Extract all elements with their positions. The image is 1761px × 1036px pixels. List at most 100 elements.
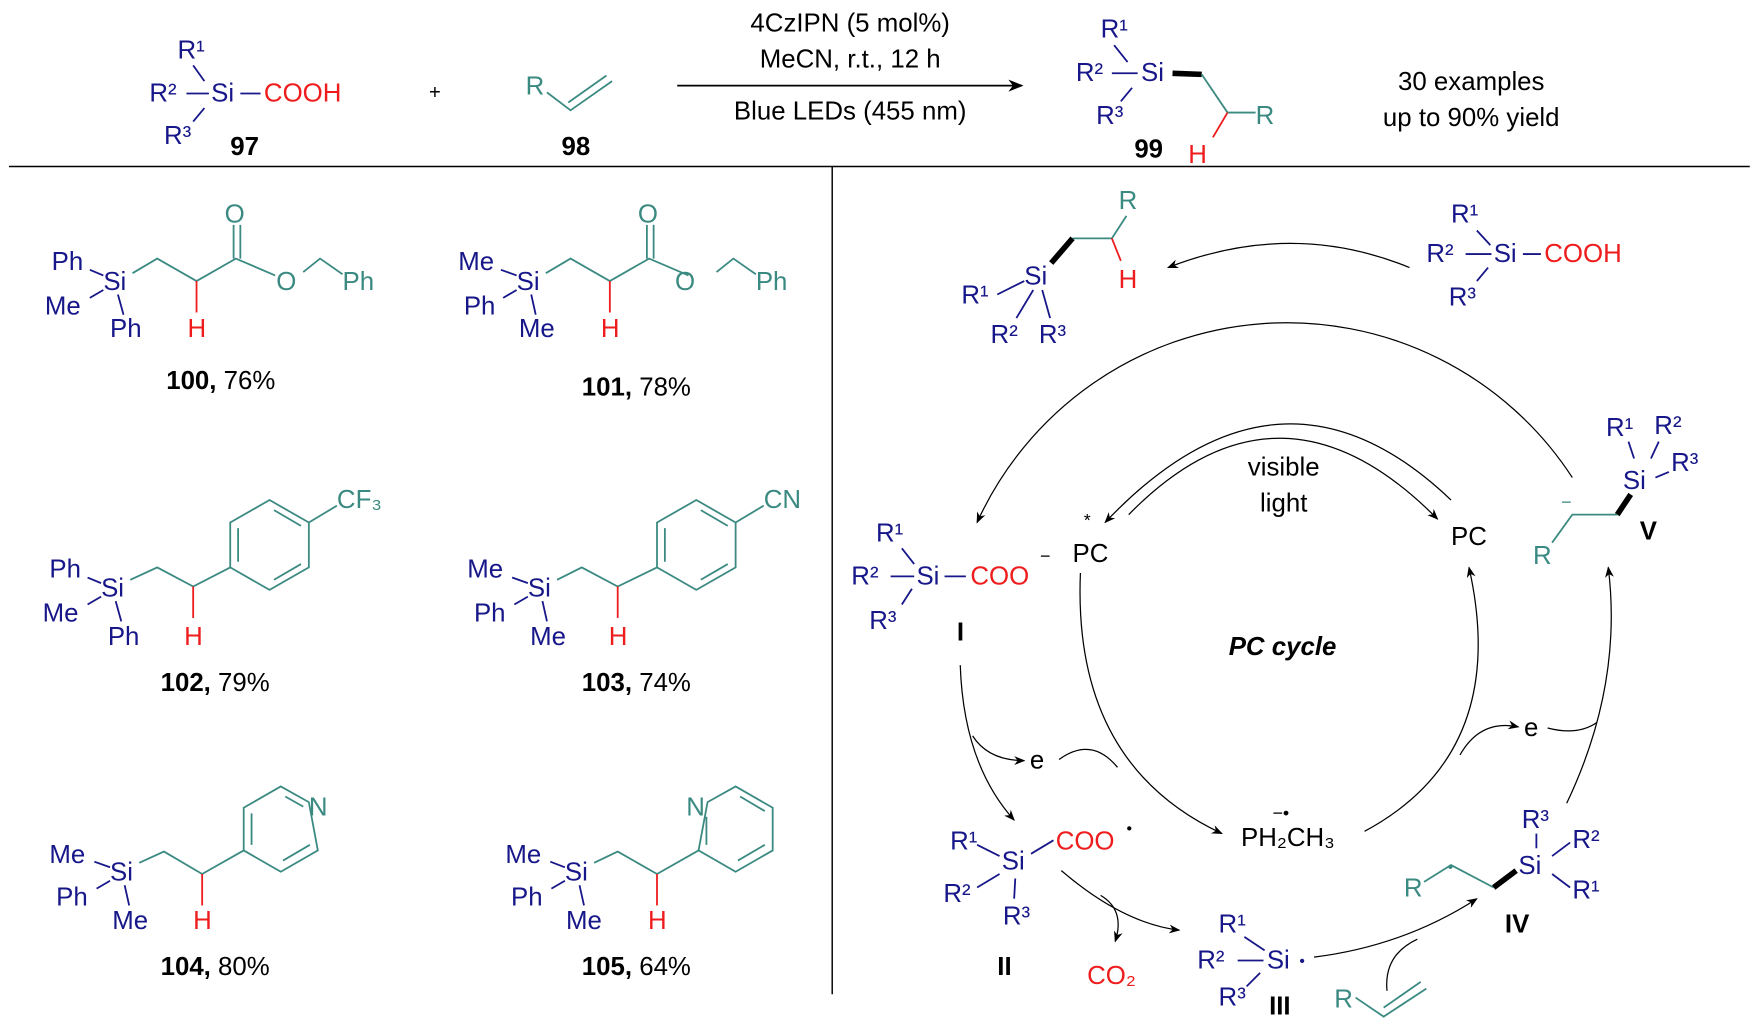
compound-97: R¹ R² Si COOH R³ 97 [149, 37, 341, 162]
yield: 74% [632, 669, 691, 697]
yield-summary: up to 90% yield [1383, 104, 1560, 132]
yield: 64% [632, 953, 691, 981]
si-label: Si [1623, 467, 1646, 495]
mechanism-arrows [959, 242, 1614, 991]
r1-label: R¹ [1219, 910, 1247, 938]
anion-charge: − [1040, 546, 1050, 566]
yield: 79% [211, 669, 270, 697]
r3-label: R³ [1219, 983, 1247, 1011]
r-label: R [1256, 102, 1275, 130]
label-i: I [957, 618, 964, 646]
photocatalyst: PC [1451, 523, 1487, 551]
r-label: R [1119, 187, 1138, 215]
intermediate-i: R¹ R² Si COO − R³ I [851, 520, 1050, 647]
compound-number: 97 [230, 133, 259, 161]
intermediate-iv: R • Si R³ R² R¹ IV [1404, 806, 1600, 938]
visible-label: visible [1248, 453, 1320, 481]
mechanism-product: R H Si R¹ R² R³ [961, 187, 1137, 349]
si-label: Si [1002, 848, 1025, 876]
catalyst-condition: 4CzIPN (5 mol%) [750, 10, 950, 38]
compound-number: 105, [582, 953, 632, 981]
r3-label: R³ [1003, 903, 1031, 931]
radical-dot: • [1448, 859, 1454, 876]
si-label: Si [565, 859, 588, 887]
radical-anion-mark: −• [1272, 803, 1289, 823]
r2-label: R² [991, 321, 1019, 349]
me-label: Me [467, 556, 503, 584]
h-label: H [1188, 141, 1207, 169]
excited-photocatalyst: PC [1073, 540, 1109, 568]
si-label: Si [1518, 852, 1541, 880]
yield: 76% [216, 367, 275, 395]
n-label: N [309, 794, 328, 822]
label-iii: III [1269, 992, 1291, 1020]
carboxyl-radical-label: COO [1056, 827, 1115, 855]
r2-label: R² [943, 880, 971, 908]
pc-cycle-label: PC cycle [1229, 633, 1337, 661]
h-label: H [188, 315, 207, 343]
svg-text:105, 64%: 105, 64% [582, 953, 691, 981]
r1-label: R¹ [950, 827, 978, 855]
co2-label: CO₂ [1087, 962, 1136, 990]
h-label: H [193, 907, 212, 935]
r-label: R [1533, 542, 1552, 570]
r2-label: R² [851, 562, 879, 590]
carbanion-charge: − [1561, 492, 1571, 512]
me-label: Me [112, 907, 148, 935]
me-label: Me [530, 623, 566, 651]
svg-text:101, 78%: 101, 78% [582, 374, 691, 402]
examples-count: 30 examples [1398, 68, 1544, 96]
r1-label: R¹ [876, 520, 904, 548]
yield: 78% [632, 374, 691, 402]
reaction-arrow: 4CzIPN (5 mol%) MeCN, r.t., 12 h Blue LE… [677, 10, 1024, 125]
r1-label: R¹ [1606, 414, 1634, 442]
r3-label: R³ [1522, 806, 1550, 834]
me-label: Me [49, 841, 85, 869]
si-label: Si [517, 268, 540, 296]
intermediate-v: R¹ R² Si R³ − R V [1533, 412, 1699, 570]
intermediate-iii: R¹ R² Si • R³ III [1197, 910, 1305, 1020]
r3-label: R³ [1449, 284, 1477, 312]
alkene-reagent: R [1334, 981, 1427, 1018]
me-label: Me [519, 315, 555, 343]
r3-label: R³ [164, 122, 192, 150]
n-label: N [686, 794, 705, 822]
r2-label: R² [1572, 826, 1600, 854]
si-label: Si [1267, 946, 1290, 974]
h-label: H [1119, 266, 1138, 294]
compound-number: 99 [1134, 135, 1163, 163]
example-104: Me Si Ph Me N H 104, 80% [49, 785, 328, 981]
r-label: R [1404, 874, 1423, 902]
si-label: Si [1494, 240, 1517, 268]
svg-text:102, 79%: 102, 79% [161, 669, 270, 697]
h-label: H [609, 623, 628, 651]
si-label: Si [103, 268, 126, 296]
electron-label: e [1030, 746, 1044, 774]
ph-label: Ph [474, 599, 506, 627]
plus-sign: + [429, 82, 441, 104]
solvent-condition: MeCN, r.t., 12 h [760, 46, 941, 74]
r2-label: R² [1197, 946, 1225, 974]
label-ii: II [997, 953, 1011, 981]
ph-label: Ph [511, 883, 543, 911]
example-102: Ph Si Me Ph CF₃ H 102, 79% [43, 486, 382, 697]
ester-o: O [276, 268, 296, 296]
me-label: Me [505, 841, 541, 869]
label-iv: IV [1505, 910, 1530, 938]
ester-o: O [675, 268, 695, 296]
r3-label: R³ [869, 607, 897, 635]
r1-label: R¹ [961, 281, 989, 309]
si-label: Si [528, 575, 551, 603]
ph-label: Ph [756, 268, 788, 296]
compound-number: 101, [582, 374, 632, 402]
r1-label: R¹ [1572, 877, 1600, 905]
ph-label: Ph [49, 556, 81, 584]
h-label: H [601, 315, 620, 343]
ph-label: Ph [108, 623, 140, 651]
si-label: Si [101, 575, 124, 603]
ph-label: Ph [110, 315, 142, 343]
compound-number: 104, [161, 953, 211, 981]
compound-99: R¹ R² Si R³ R H 99 [1076, 15, 1274, 169]
r1-label: R¹ [1451, 201, 1479, 229]
electron-label: e [1524, 714, 1538, 742]
